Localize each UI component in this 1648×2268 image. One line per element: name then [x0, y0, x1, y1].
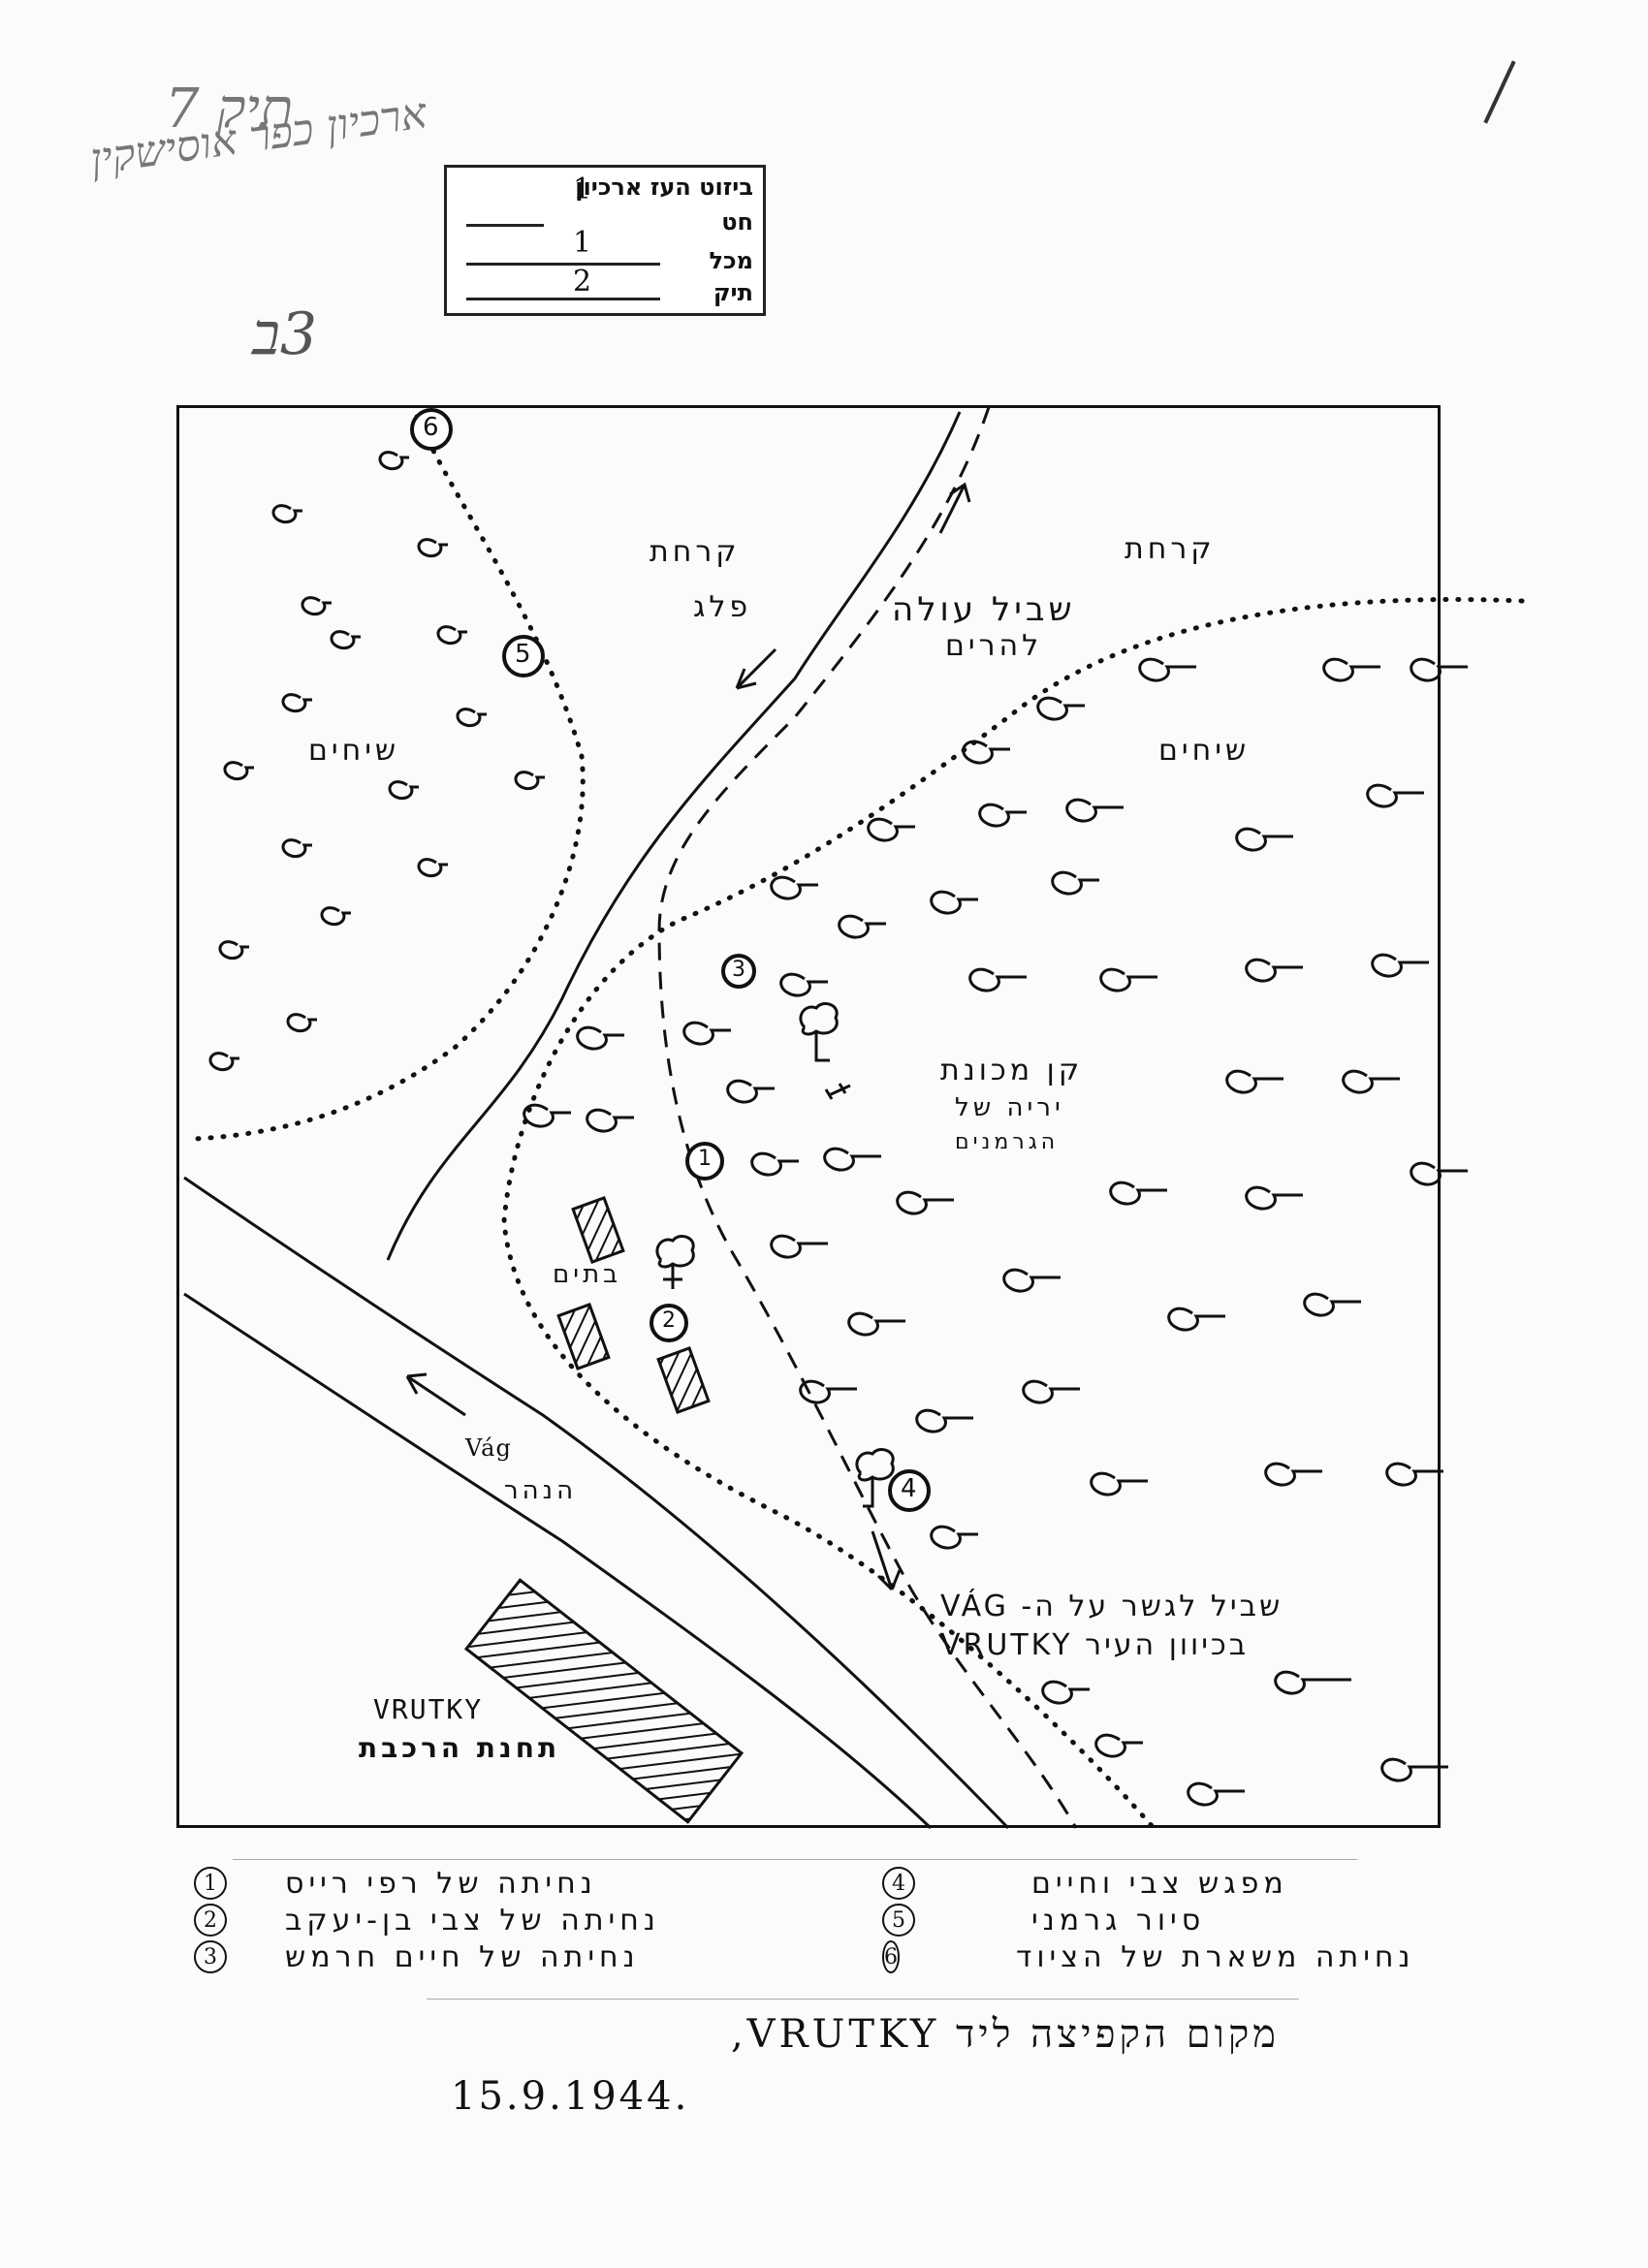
numbered-markers — [410, 408, 931, 1512]
dashed-path — [657, 406, 1078, 1829]
handwritten-folio: 3ב — [252, 300, 318, 368]
label-bushes-right: שיחים — [1158, 734, 1251, 768]
legend-rule — [233, 1859, 1357, 1860]
map-caption-date: 15.9.1944. — [451, 2074, 690, 2119]
legend-item-2: נחיתה של צבי בן-יעקב 2 — [194, 1903, 737, 1937]
label-houses: בתים — [553, 1260, 622, 1289]
label-machine-gun-2: יריה של — [955, 1093, 1064, 1122]
arrow-uphill — [938, 482, 971, 534]
handwritten-file-number: תיק 7 — [165, 78, 294, 141]
stamp-line — [466, 224, 544, 227]
shrub-symbols — [208, 451, 1468, 1807]
legend-number: 4 — [882, 1867, 915, 1900]
arrow-bridge — [871, 1530, 902, 1591]
archive-stamp: ביזוט העז ארכיון חט מכל תיק 1 1 2 — [444, 165, 766, 316]
dotted-path-left — [191, 414, 586, 1142]
label-town: VRUTKY — [373, 1693, 484, 1725]
legend-text: נחיתה משארת של הציוד — [1016, 1939, 1415, 1974]
map-caption-title: מקום הקפיצה ליד VRUTKY, — [730, 2012, 1280, 2057]
arrow-stream — [735, 647, 777, 690]
marker-1: 1 — [698, 1147, 712, 1171]
stamp-header: ביזוט העז ארכיון — [575, 173, 753, 201]
legend-number: 2 — [194, 1904, 227, 1937]
label-path-up-2: להרים — [945, 629, 1043, 663]
river-bank-upper — [183, 1176, 1010, 1830]
marker-3: 3 — [732, 958, 745, 982]
marker-6: 6 — [423, 413, 439, 442]
legend-number: 1 — [194, 1867, 227, 1900]
marker-4: 4 — [901, 1474, 917, 1503]
legend-text: מפגש צבי וחיים — [1031, 1866, 1288, 1901]
label-clearing-2: קרחת — [1125, 532, 1216, 566]
legend-text: נחיתה של חיים חרמש — [285, 1939, 640, 1974]
machine-gun-symbol — [824, 1083, 851, 1100]
label-machine-gun-3: הגרמנים — [955, 1130, 1060, 1154]
stamp-row2-label: מכל — [709, 247, 753, 274]
label-clearing-1: קרחת — [650, 535, 741, 569]
label-river: הנהר — [504, 1476, 578, 1505]
label-bridge-path-2: בכיוון העיר VRUTKY — [940, 1628, 1250, 1662]
tree-symbols — [655, 1002, 895, 1508]
stamp-row3-label: תיק — [713, 279, 753, 306]
legend-number: 3 — [194, 1940, 227, 1973]
label-river-name: Vág — [465, 1434, 512, 1462]
stamp-line — [466, 263, 660, 266]
legend-text: נחיתה של צבי בן-יעקב — [285, 1903, 660, 1937]
label-station: תחנת הרכבת — [359, 1732, 561, 1764]
stream-line — [386, 411, 962, 1261]
caption-rule — [427, 1999, 1299, 2000]
stamp-row1-value: 1 — [573, 173, 592, 206]
legend-item-5: סיור גרמני 5 — [882, 1903, 1406, 1937]
legend-number: 6 — [882, 1940, 900, 1973]
marker-2: 2 — [662, 1308, 676, 1333]
railway-station-symbol — [463, 1578, 745, 1824]
arrow-river — [405, 1372, 466, 1417]
legend-item-4: מפגש צבי וחיים 4 — [882, 1866, 1406, 1901]
river-bank-lower — [183, 1292, 933, 1830]
legend-number: 5 — [882, 1904, 915, 1937]
label-bridge-path-1: שביל לגשר על ה- VÁG — [940, 1590, 1284, 1623]
stamp-row1-label: חט — [721, 208, 753, 236]
legend-text: נחיתה של רפי רייס — [285, 1866, 597, 1901]
map-frame — [176, 405, 1441, 1828]
legend-item-6: נחיתה משארת של הציוד 6 — [882, 1939, 1410, 1974]
label-stream: פלג — [693, 590, 752, 624]
stamp-row3-value: 2 — [573, 265, 592, 299]
label-machine-gun-1: קן מכונת — [940, 1054, 1084, 1087]
stamp-line — [466, 298, 660, 300]
label-bushes-left: שיחים — [308, 734, 400, 768]
legend-item-1: נחיתה של רפי רייס 1 — [194, 1866, 737, 1901]
label-path-up: שביל עולה — [892, 590, 1076, 629]
stamp-row2-value: 1 — [573, 226, 592, 260]
house-symbols — [556, 1196, 711, 1414]
dotted-path-ridge — [501, 597, 1525, 1831]
legend-item-3: נחיתה של חיים חרמש 3 — [194, 1939, 737, 1974]
legend-text: סיור גרמני — [1031, 1903, 1206, 1937]
marker-5: 5 — [515, 640, 531, 669]
